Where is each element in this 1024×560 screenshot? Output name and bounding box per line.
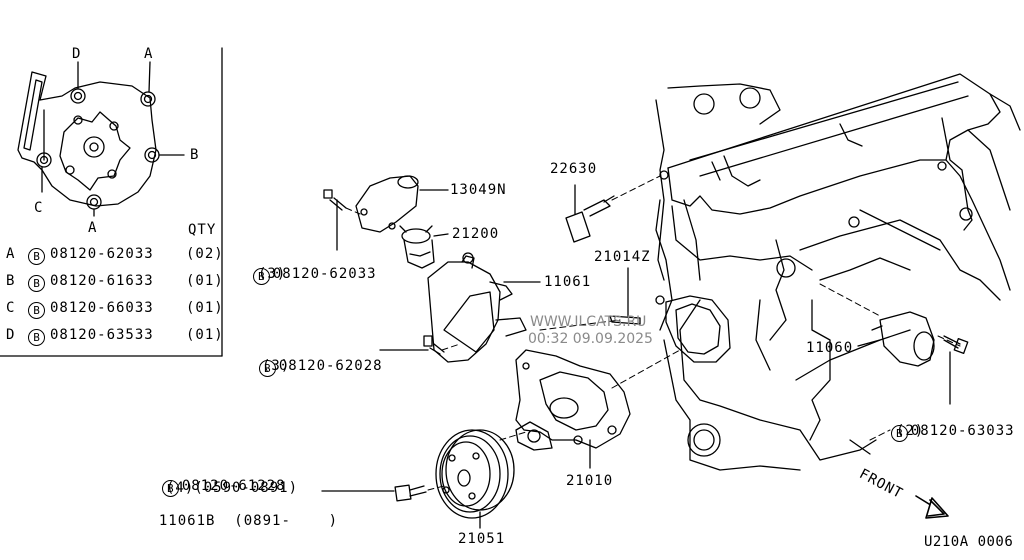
inset-qty-header: QTY (188, 222, 217, 238)
bolt-part: 08120-61228 (181, 478, 286, 494)
engine-block (655, 73, 1021, 471)
inset-row: C B 08120-66033 (01) (6, 299, 223, 319)
row-key: D (6, 327, 16, 343)
bolt-alt-part: 11061B (158, 513, 216, 529)
row-part: 08120-66033 (50, 300, 154, 316)
callout-13049N: 13049N (450, 182, 507, 198)
bolt-part: 08120-63033 (910, 423, 1015, 439)
row-key: C (6, 300, 16, 316)
bolt-part: 08120-62033 (272, 266, 377, 282)
assembly-dashes (345, 175, 961, 491)
inset-letter-d: D (72, 46, 82, 62)
front-arrow (915, 495, 949, 519)
inset-row: B B 08120-61633 (01) (6, 272, 223, 292)
inset-letter-b: B (190, 147, 200, 163)
bolt-b-icon: B (161, 480, 179, 497)
thermostat-housing-13049N (355, 175, 419, 233)
gasket-21014Z (609, 295, 731, 363)
inset-row: D B 08120-63533 (01) (6, 326, 223, 346)
watermark-timestamp: 00:32 09.09.2025 (528, 331, 653, 347)
inset-frame (0, 47, 223, 357)
callout-21200: 21200 (452, 226, 500, 242)
sensor-22630 (565, 195, 615, 243)
inset-letter-c: C (34, 200, 44, 216)
bolt-61228 (394, 484, 427, 502)
callout-bolt-62033-qty: (3) (258, 266, 287, 282)
bolt-b-icon: B (258, 360, 276, 377)
leader-lines (321, 184, 951, 529)
callout-21010: 21010 (566, 473, 614, 489)
water-pump-21010 (515, 349, 631, 451)
callout-bolt-62028-qty: (3) (262, 358, 291, 374)
inset-letter-a-bottom: A (88, 220, 98, 236)
callout-11061B: 11061B (0891- ) (140, 497, 338, 529)
watermark-url: WWW.ILCATS.RU (530, 314, 647, 330)
bolt-63033 (943, 335, 969, 354)
bolt-b-icon: B (28, 248, 45, 265)
row-qty: (01) (186, 273, 224, 289)
water-inlet-11060 (871, 311, 935, 367)
bolt-part: 08120-62028 (278, 358, 383, 374)
callout-bolt-61228-range: (4)(0590-0891) (166, 480, 299, 496)
row-part: 08120-63533 (50, 327, 154, 343)
inset-row: A B 08120-62033 (02) (6, 245, 223, 265)
bolt-b-icon: B (890, 425, 908, 442)
row-qty: (02) (186, 246, 224, 262)
water-outlet-11061 (427, 252, 527, 363)
bolt-b-icon: B (252, 268, 270, 285)
callout-21051: 21051 (458, 531, 506, 547)
thermostat-21200 (399, 225, 435, 269)
pulley-21051 (435, 429, 515, 519)
inset-letter-a-top: A (144, 46, 154, 62)
bolt-b-icon: B (28, 302, 45, 319)
callout-22630: 22630 (550, 161, 598, 177)
inset-pump-view (17, 61, 185, 217)
row-qty: (01) (186, 327, 224, 343)
row-part: 08120-62033 (50, 246, 154, 262)
bolt-b-icon: B (28, 329, 45, 346)
diagram-code: U210A 0006 (924, 534, 1014, 550)
bolt-b-icon: B (28, 275, 45, 292)
row-qty: (01) (186, 300, 224, 316)
row-key: A (6, 246, 16, 262)
row-key: B (6, 273, 16, 289)
callout-21014Z: 21014Z (594, 249, 651, 265)
callout-11061: 11061 (544, 274, 592, 290)
callout-11060: 11060 (806, 340, 854, 356)
bolt-62028 (423, 335, 445, 355)
row-part: 08120-61633 (50, 273, 154, 289)
callout-bolt-63033-qty: (2) (896, 423, 925, 439)
bolt-alt-range: (0891- ) (234, 513, 339, 529)
bolt-62033 (323, 189, 347, 211)
